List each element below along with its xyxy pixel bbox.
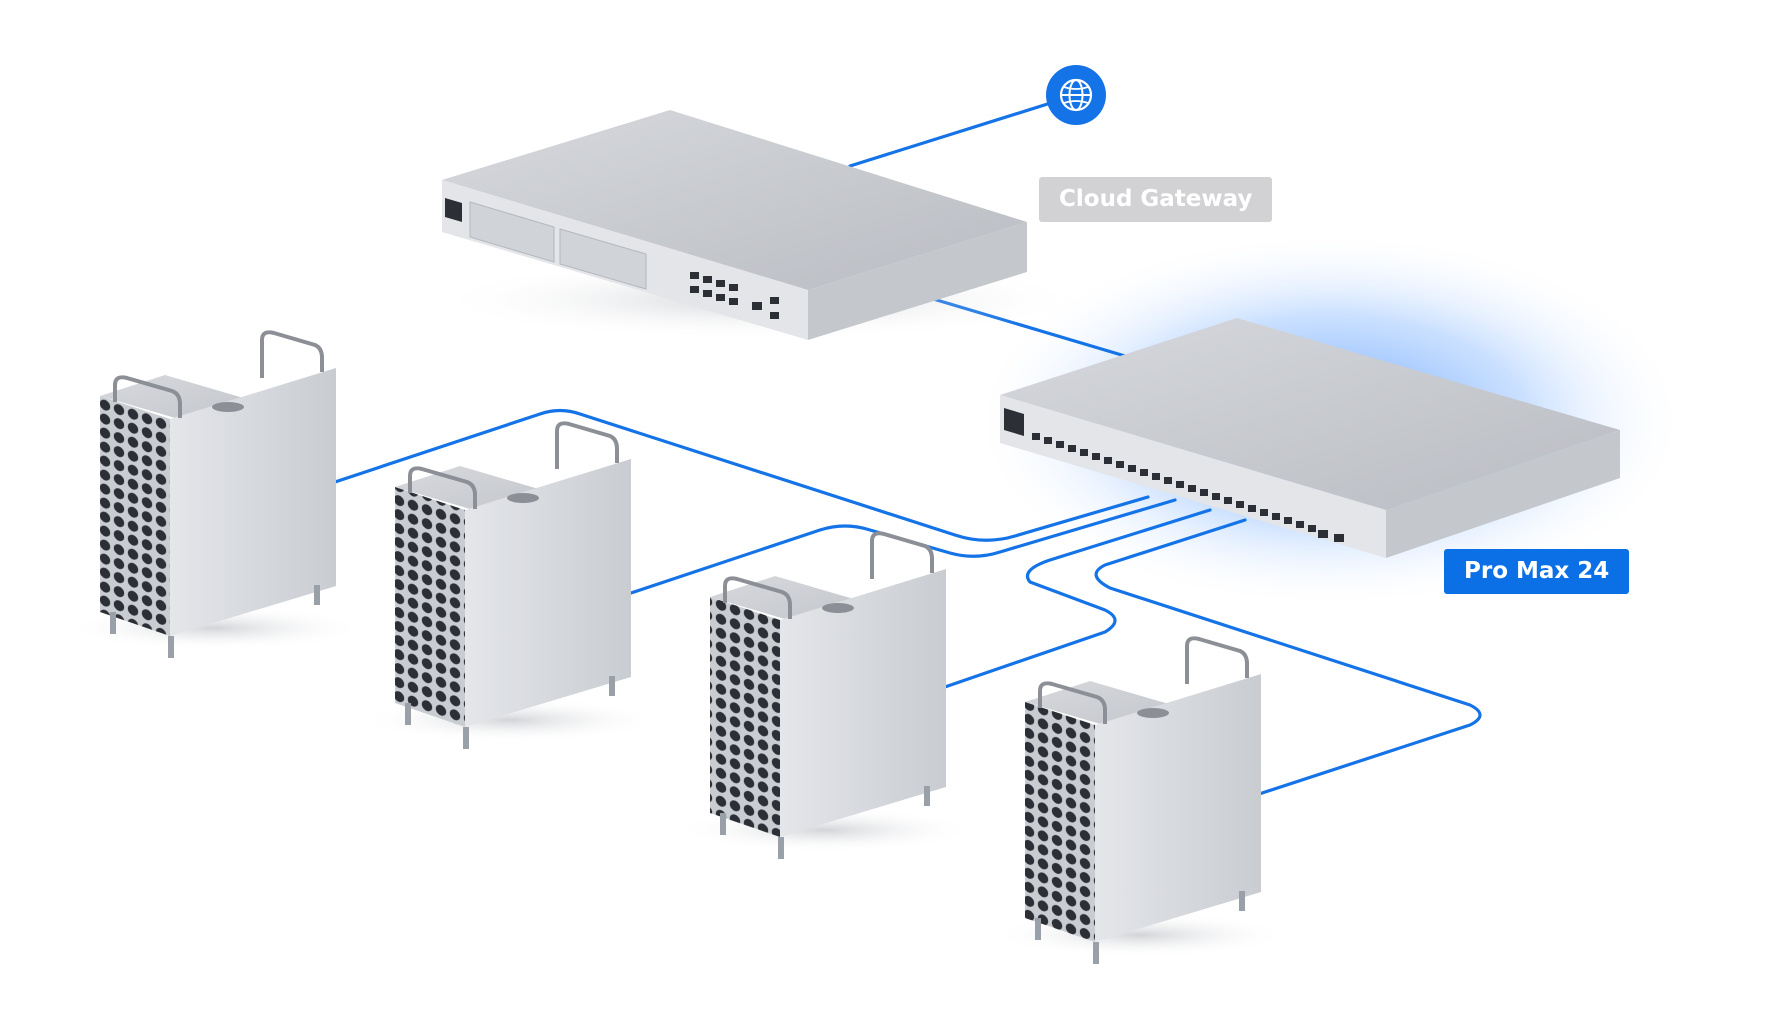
cable-switch-mac-1 [333, 408, 1150, 542]
mac-pro-tower-2 [360, 421, 660, 749]
switch-ports [1032, 433, 1344, 542]
globe-icon [1046, 65, 1106, 125]
cable-switch-mac-4 [1094, 518, 1482, 797]
cable-internet-gateway [848, 94, 1075, 168]
pro-max-24-switch [1000, 318, 1620, 558]
pro-max-24-label: Pro Max 24 [1444, 549, 1630, 594]
cable-switch-mac-3 [940, 508, 1212, 690]
mac-pro-tower-4 [990, 636, 1290, 964]
gateway-ports [690, 272, 779, 319]
mac-pro-tower-3 [675, 531, 975, 859]
cloud-gateway-device [430, 110, 1090, 340]
cloud-gateway-label: Cloud Gateway [1039, 177, 1273, 222]
mac-pro-tower-1 [65, 330, 365, 658]
